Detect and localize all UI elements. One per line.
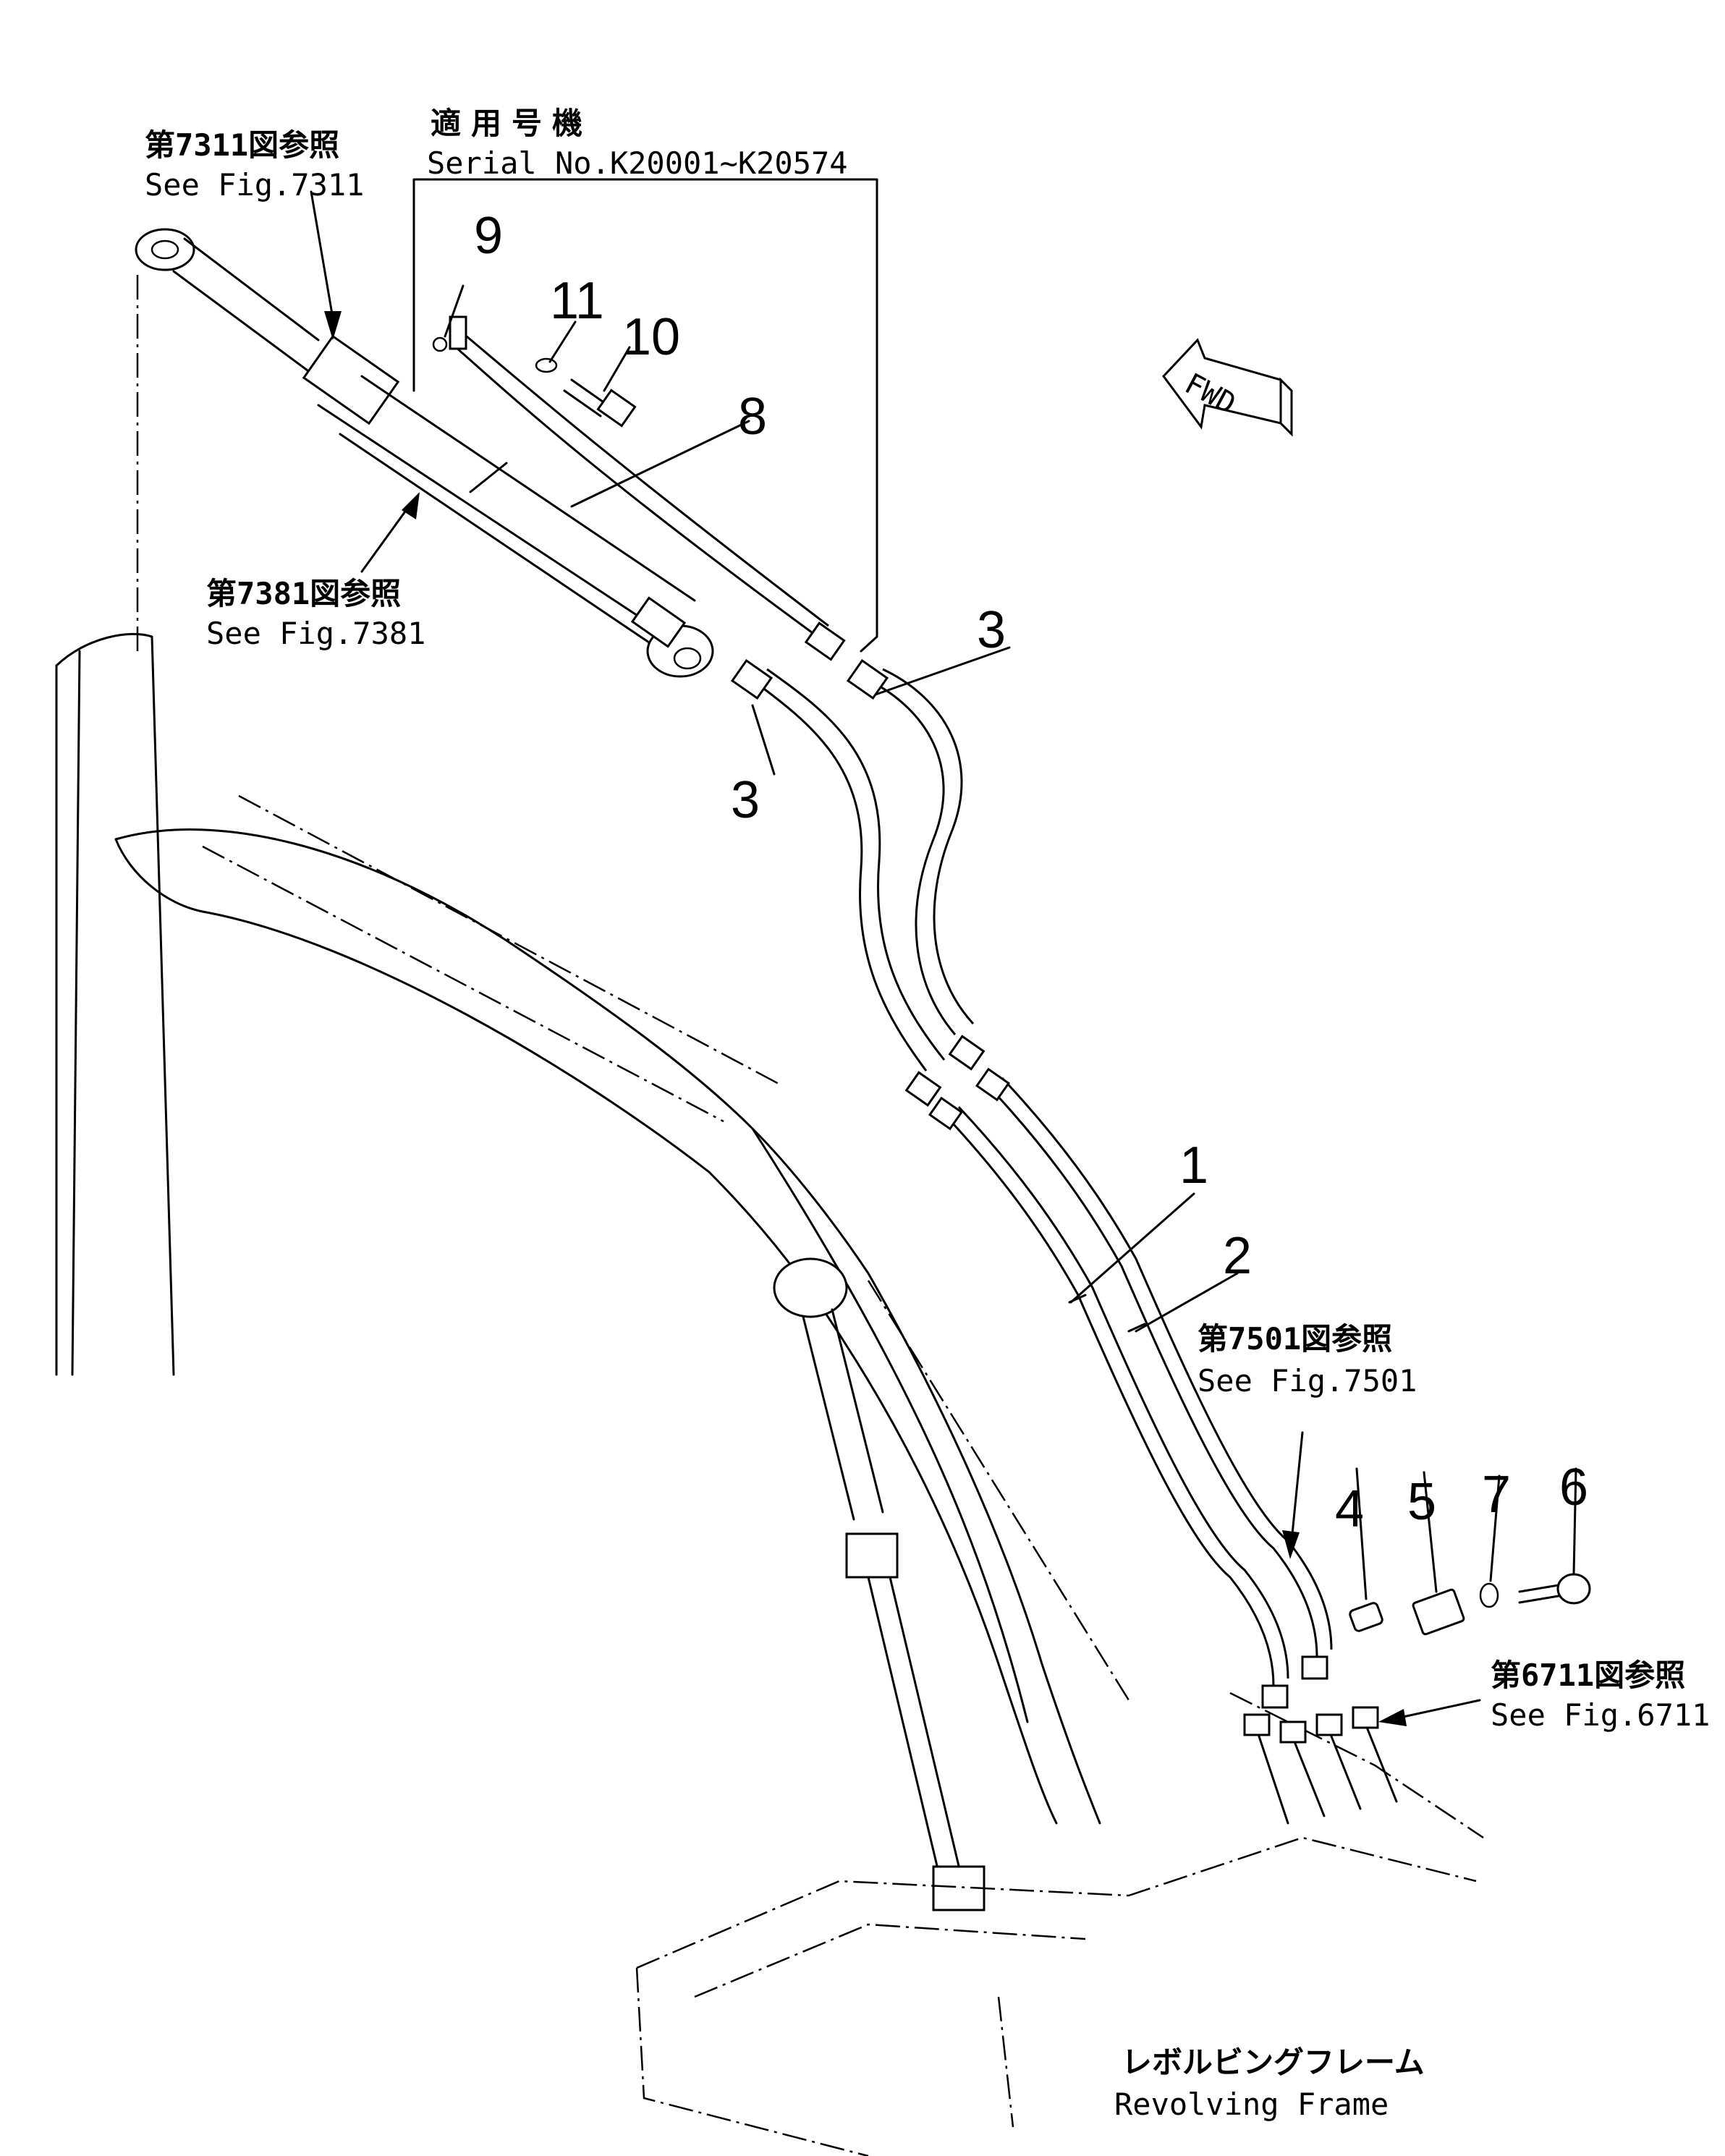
ref-6711-en: See Fig.6711 xyxy=(1491,1697,1711,1733)
callout-9: 9 xyxy=(474,207,504,265)
bolt-6 xyxy=(1518,1573,1591,1605)
ref-7501-jp: 第7501図参照 xyxy=(1198,1321,1393,1357)
o-ring-9 xyxy=(432,336,448,352)
ref-7501-en: See Fig.7501 xyxy=(1198,1363,1417,1399)
hoses-3 xyxy=(730,658,986,1107)
serial-box-title: 適用号機 xyxy=(431,106,593,141)
arm-cylinder xyxy=(135,228,714,678)
ref-7311-en: See Fig.7311 xyxy=(145,167,365,203)
callout-6: 6 xyxy=(1559,1459,1589,1516)
callout-7: 7 xyxy=(1482,1466,1512,1524)
callout-8: 8 xyxy=(738,388,768,446)
callout-5: 5 xyxy=(1407,1473,1437,1531)
nut-4 xyxy=(1349,1602,1383,1632)
boom xyxy=(55,275,1130,1825)
frame-label-jp: レボルビングフレーム xyxy=(1122,2045,1425,2080)
callout-1: 1 xyxy=(1179,1137,1209,1194)
ref-7311-jp: 第7311図参照 xyxy=(145,127,340,163)
ref-7381-jp: 第7381図参照 xyxy=(206,576,402,611)
boom-cylinder xyxy=(773,1257,986,1911)
ref-7381-en: See Fig.7381 xyxy=(206,616,426,651)
serial-box-range: Serial No.K20001~K20574 xyxy=(427,145,848,181)
leader-lines xyxy=(310,190,1577,1726)
fwd-arrow-shape xyxy=(1162,338,1293,437)
frame-label-en: Revolving Frame xyxy=(1114,2087,1389,2122)
callout-4: 4 xyxy=(1335,1480,1365,1538)
washer-7 xyxy=(1479,1582,1499,1608)
callout-10: 10 xyxy=(622,308,681,366)
serial-box-frame xyxy=(412,178,878,653)
callout-3-lower: 3 xyxy=(731,771,760,829)
revolving-frame xyxy=(635,1692,1484,2156)
valve-fittings xyxy=(1243,1706,1398,1825)
washer-11 xyxy=(535,357,558,373)
plate-5 xyxy=(1412,1588,1465,1636)
bolt-10 xyxy=(563,378,637,428)
callout-2: 2 xyxy=(1223,1227,1253,1285)
hose-8 xyxy=(449,315,846,661)
callout-3-upper: 3 xyxy=(977,601,1006,659)
callout-11: 11 xyxy=(550,272,604,330)
ref-6711-jp: 第6711図参照 xyxy=(1491,1658,1686,1693)
pipes-1-2 xyxy=(928,1067,1333,1709)
